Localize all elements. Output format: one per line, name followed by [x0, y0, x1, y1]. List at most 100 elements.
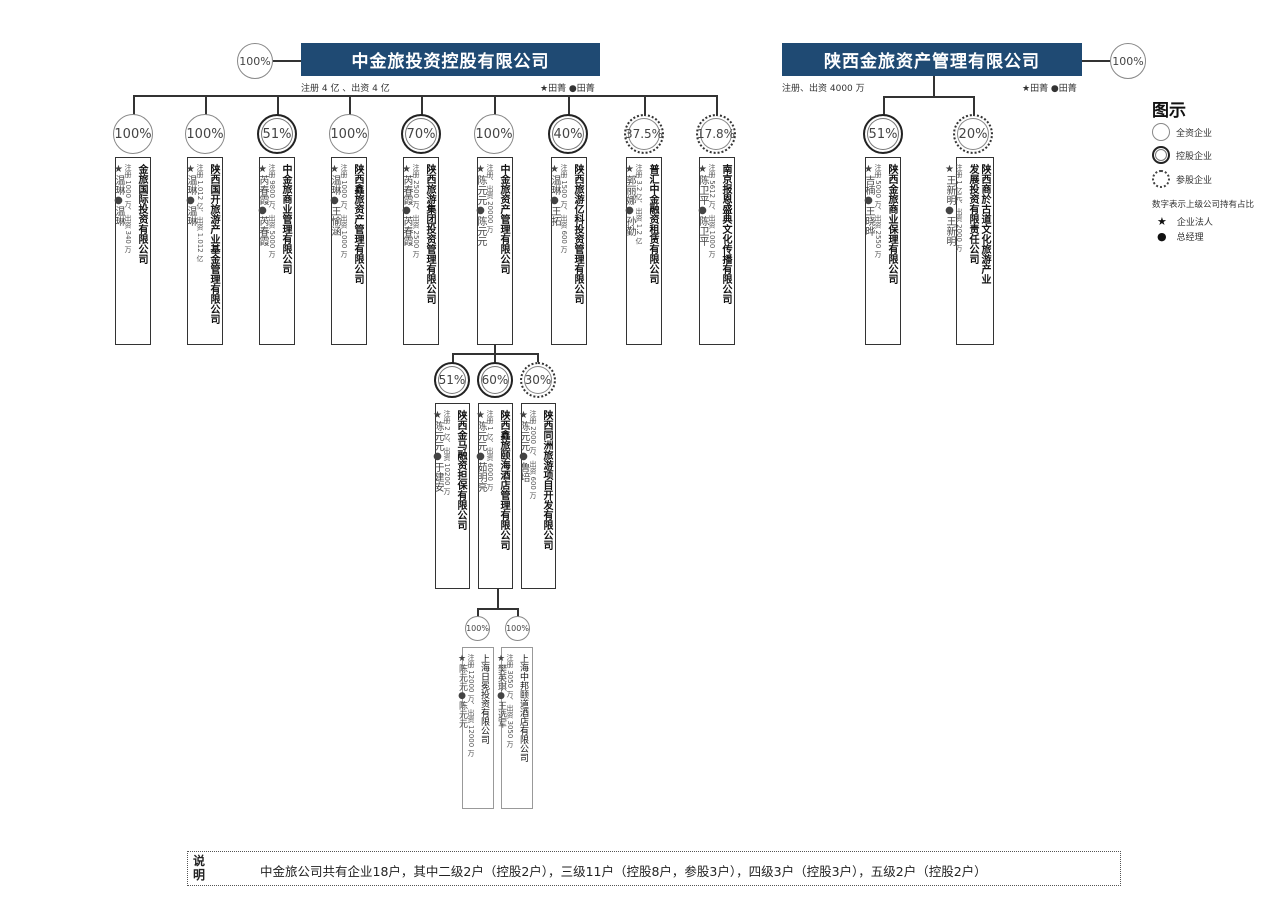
company-info: 注册 1.012 亿、出资 1.012 亿★温琳●温琳 [185, 164, 204, 338]
general-manager: ●陈卫平 [697, 205, 708, 246]
company-name: 陕西鑫旅资产管理有限公司 [352, 164, 363, 284]
root2-title: 陕西金旅资产管理有限公司 [824, 52, 1040, 72]
company-name: 南京报恩盛典文化传播有限公司 [720, 164, 731, 304]
l4-percent-circle: 100% [505, 616, 530, 641]
company-name: 陕西金马融资担保有限公司 [455, 410, 466, 530]
capital-text: 注册 2500 万、出资 2500 万 [412, 164, 420, 258]
percent-label: 70% [406, 126, 436, 142]
legal-person: ★陈元元 [432, 410, 443, 451]
connector [883, 96, 885, 115]
root1-people: ★田菁 ●田菁 [540, 84, 595, 94]
legend-label: 全资企业 [1176, 128, 1213, 139]
percent-label: 37.5% [624, 127, 664, 141]
legal-person: ★陈元元 [475, 164, 486, 205]
company-card[interactable]: 陕西鑫旅颐海酒店管理有限公司 注册 1 亿、出资 6000 万★陈元元●茹明亮 [475, 403, 513, 589]
company-card[interactable]: 普汇中金融资租赁有限公司 注册 3.2 亿、出资 1.2 亿★郭丽娜●孙勤 [624, 157, 662, 345]
company-card[interactable]: 陕西金旅商业保理有限公司 注册 5000 万、出资 2550 万★吉楠●王晓晔 [863, 157, 901, 345]
company-card[interactable]: 上海中邦颐道酒店有限公司 注册 3050 万、出资 3050 万★樊英琪●王选军 [496, 647, 533, 809]
company-card[interactable]: 金旅国际投资有限公司 注册 1000 万、出资 340 万★温琳●温琳 [113, 157, 151, 345]
connector [883, 96, 974, 98]
capital-text: 注册 3050 万、出资 3050 万 [506, 654, 514, 748]
company-info: 注册 1 亿元、出资 2000 万★王新明●王新明 [944, 164, 963, 338]
l2-percent-circle: 100% [329, 114, 369, 154]
footer-note-label: 说明 [193, 854, 206, 882]
connector [452, 353, 454, 363]
company-info: 注册 5612 万、出资 1000 万★陈卫平●陈卫平 [697, 164, 716, 338]
percent-label: 100% [506, 624, 529, 633]
legend-item-ctrl: 控股企业 [1152, 146, 1212, 164]
legend-title: 图示 [1152, 101, 1186, 121]
company-card[interactable]: 中金旅商业管理有限公司 注册 9800 万、出资 5000 万★芮春霞●芮春霞 [257, 157, 295, 345]
percent-label: 51% [262, 126, 292, 142]
capital-text: 注册 1.012 亿、出资 1.012 亿 [196, 164, 204, 262]
connector [716, 95, 718, 115]
company-card[interactable]: 陕西旅游集团投资管理有限公司 注册 2500 万、出资 2500 万★芮春霞●芮… [401, 157, 439, 345]
general-manager: ●王愉涵 [329, 195, 340, 236]
company-card[interactable]: 南京报恩盛典文化传播有限公司 注册 5612 万、出资 1000 万★陈卫平●陈… [697, 157, 735, 345]
company-card[interactable]: 陕西商於古道文化旅游产业发展投资有限责任公司 注册 1 亿元、出资 2000 万… [944, 157, 994, 345]
legend-item-part: 参股企业 [1152, 170, 1212, 188]
legal-person: ★温琳 [549, 164, 560, 195]
legend-label: 企业法人 [1176, 218, 1213, 228]
percent-label: 100% [1112, 54, 1144, 68]
capital-text: 注册、出资 20000 万 [486, 164, 494, 233]
l2-percent-circle: 20% [953, 114, 993, 154]
legend-item-full: 全资企业 [1152, 123, 1212, 141]
connector [497, 589, 499, 609]
company-card[interactable]: 陕西鑫旅资产管理有限公司 注册 1000 万、出资 1000 万★温琳●王愉涵 [329, 157, 367, 345]
company-card[interactable]: 上海日冕投资有限公司 注册 12000 万、出资 12000 万★陈元元●陈元元 [457, 647, 494, 809]
l2-percent-circle: 51% [863, 114, 903, 154]
company-info: 注册 1000 万、出资 1000 万★温琳●王愉涵 [329, 164, 348, 338]
connector [494, 95, 496, 115]
company-info: 注册 2500 万、出资 2500 万★芮春霞●芮春霞 [401, 164, 420, 338]
connector [421, 95, 423, 115]
percent-label: 40% [553, 126, 583, 142]
company-name: 上海日冕投资有限公司 [479, 654, 489, 744]
company-card[interactable]: 中金旅资产管理有限公司 注册、出资 20000 万★陈元元●陈元元 [475, 157, 513, 345]
company-info: 注册 9800 万、出资 5000 万★芮春霞●芮春霞 [257, 164, 276, 338]
company-card[interactable]: 陕西国开旅游产业基金管理有限公司 注册 1.012 亿、出资 1.012 亿★温… [185, 157, 223, 345]
l2-percent-circle: 100% [113, 114, 153, 154]
company-info: 注册 12000 万、出资 12000 万★陈元元●陈元元 [457, 654, 475, 802]
root2-people: ★田菁 ●田菁 [1022, 84, 1077, 94]
percent-label: 51% [868, 126, 898, 142]
company-name: 金旅国际投资有限公司 [136, 164, 147, 264]
company-name: 中金旅商业管理有限公司 [280, 164, 291, 274]
capital-text: 注册 2000 万、出资 600 万 [529, 410, 537, 500]
company-info: 注册 1 亿、出资 6000 万★陈元元●茹明亮 [475, 410, 494, 582]
connector [644, 95, 646, 115]
percent-label: 17.8% [696, 127, 736, 141]
percent-label: 100% [114, 126, 152, 142]
root1-title: 中金旅投资控股有限公司 [351, 52, 550, 72]
connector [133, 95, 717, 97]
dot-icon: ● [1157, 230, 1167, 243]
general-manager: ●于建安 [432, 451, 443, 492]
capital-text: 注册 5000 万、出资 2550 万 [874, 164, 882, 258]
legal-person: ★陈元元 [475, 410, 486, 451]
legal-person: ★芮春霞 [401, 164, 412, 205]
company-card[interactable]: 陕西金马融资担保有限公司 注册 2 亿、出资 10200 万★陈元元●于建安 [432, 403, 470, 589]
general-manager: ●茹明亮 [475, 451, 486, 492]
company-card[interactable]: 陕西旅游亿科投资管理有限公司 注册 1500 万、出资 600 万★温琳●王拓 [549, 157, 587, 345]
company-name: 陕西同洲旅游项目开发有限公司 [541, 410, 552, 550]
connector [537, 353, 539, 363]
legal-person: ★温琳 [329, 164, 340, 195]
connector [1082, 60, 1110, 62]
connector [477, 608, 518, 610]
capital-text: 注册 9800 万、出资 5000 万 [268, 164, 276, 258]
capital-text: 注册 2 亿、出资 10200 万 [443, 410, 451, 495]
general-manager: ●王晓晔 [863, 195, 874, 236]
company-info: 注册 2 亿、出资 10200 万★陈元元●于建安 [432, 410, 451, 582]
legal-person: ★郭丽娜 [624, 164, 635, 205]
legend-star-row: ★ 企业法人 [1157, 215, 1213, 228]
company-card[interactable]: 陕西同洲旅游项目开发有限公司 注册 2000 万、出资 600 万★陈元元●鲁培 [518, 403, 556, 589]
connector [205, 95, 207, 115]
l2-percent-circle: 100% [474, 114, 514, 154]
connector [933, 76, 935, 96]
capital-text: 注册 1000 万、出资 1000 万 [340, 164, 348, 258]
company-name: 上海中邦颐道酒店有限公司 [518, 654, 528, 762]
l2-percent-circle: 100% [185, 114, 225, 154]
company-name: 中金旅资产管理有限公司 [498, 164, 509, 274]
controlling-circle-icon [1152, 146, 1170, 164]
legend-note: 数字表示上级公司持有占比 [1152, 200, 1255, 210]
